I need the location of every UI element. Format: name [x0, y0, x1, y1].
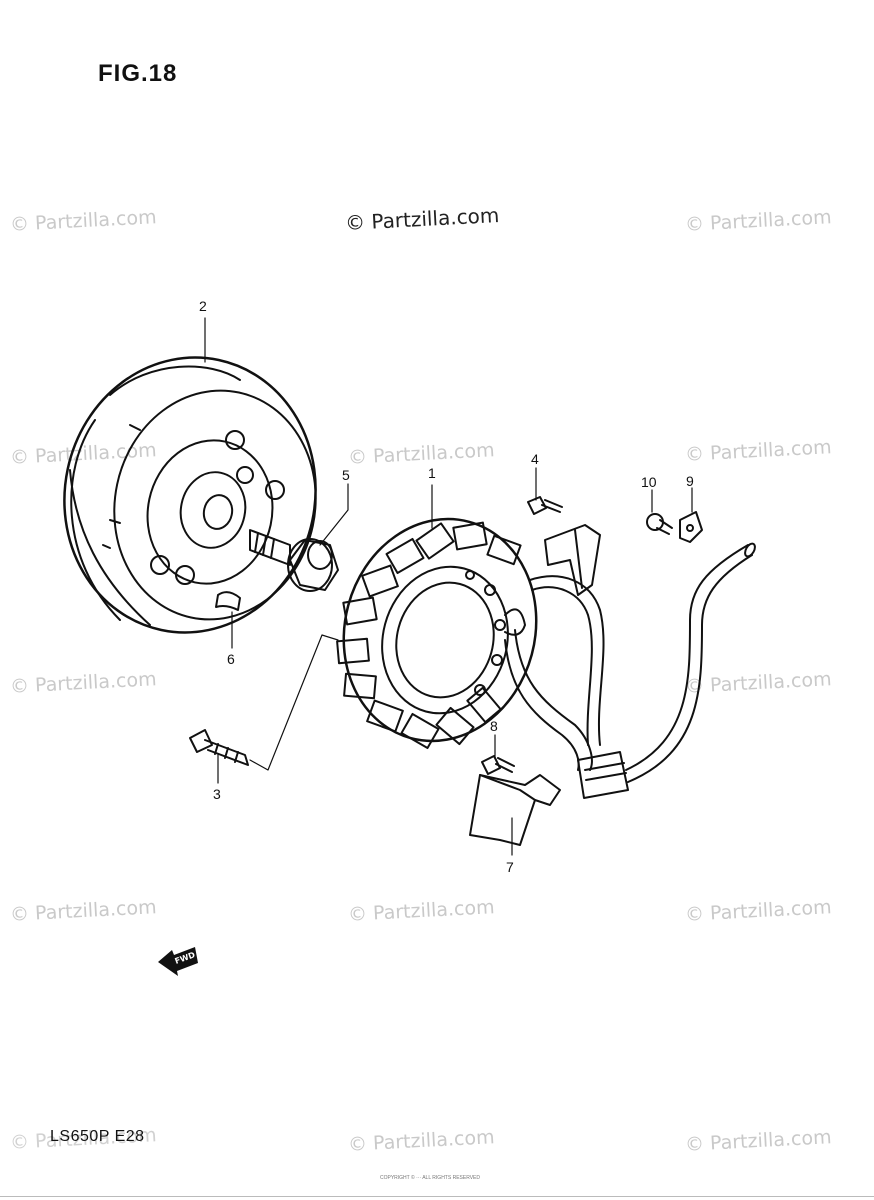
bolt-part-3[interactable]	[189, 729, 249, 766]
callout-9: 9	[686, 473, 694, 489]
rotor-bolt[interactable]	[249, 529, 339, 592]
rotor-flywheel[interactable]	[39, 334, 341, 656]
callout-7: 7	[506, 859, 514, 875]
leader-lines	[204, 317, 693, 856]
clamp-part-9[interactable]	[679, 511, 703, 543]
callout-8: 8	[490, 718, 498, 734]
callout-4: 4	[531, 451, 539, 467]
callout-2: 2	[199, 298, 207, 314]
screw-part-10[interactable]	[646, 513, 673, 535]
callout-6: 6	[227, 651, 235, 667]
stator-lead-wire	[504, 575, 605, 771]
wire-coupler[interactable]	[577, 542, 757, 799]
callout-10: 10	[641, 474, 657, 490]
woodruff-key[interactable]	[215, 591, 241, 611]
stator-coil[interactable]	[319, 497, 561, 763]
wire-guide-part-7[interactable]	[469, 774, 561, 846]
bottom-dotted-border	[0, 1196, 874, 1197]
model-code: LS650P E28	[50, 1128, 145, 1145]
callout-1: 1	[428, 465, 436, 481]
wire-bracket-upper[interactable]	[544, 524, 601, 596]
bolt-part-8[interactable]	[481, 755, 515, 775]
callout-3: 3	[213, 786, 221, 802]
footer-note: COPYRIGHT © ··· ALL RIGHTS RESERVED	[380, 1175, 480, 1181]
figure-title: FIG.18	[98, 60, 178, 87]
callout-5: 5	[342, 467, 350, 483]
fwd-arrow-icon: FWD	[158, 947, 198, 976]
bolt-part-4[interactable]	[527, 496, 563, 515]
